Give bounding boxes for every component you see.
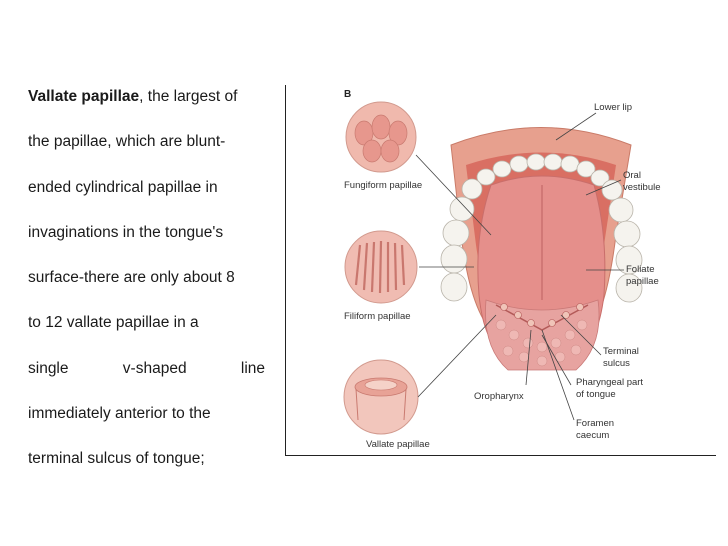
label-fungiform: Fungiform papillae	[344, 180, 422, 191]
paragraph-line-6: to 12 vallate papillae in a	[28, 314, 199, 332]
vallate-papillae-dots	[500, 303, 584, 327]
paragraph-line-9: terminal sulcus of tongue;	[28, 450, 205, 468]
tongue-illustration: B	[343, 89, 661, 450]
label-oral-vestibule-2: vestibule	[623, 182, 661, 193]
label-foramen-1: Foramen	[576, 418, 614, 429]
filiform-inset	[344, 230, 418, 304]
label-oral-vestibule-1: Oral	[623, 170, 641, 181]
label-foliate-2: papillae	[626, 276, 659, 287]
description-paragraph: Vallate papillae, the largest of the pap…	[28, 84, 266, 492]
paragraph-line-7: single v-shaped line	[28, 359, 266, 377]
label-foliate-1: Foliate	[626, 264, 655, 275]
paragraph-line-1-rest: , the largest of	[139, 88, 238, 105]
label-pharyngeal-1: Pharyngeal part	[576, 377, 643, 388]
term-vallate-papillae: Vallate papillae	[28, 88, 140, 105]
paragraph-line-8: immediately anterior to the	[28, 405, 211, 423]
paragraph-line-4: invaginations in the tongue's	[28, 223, 224, 241]
leader-lines	[415, 112, 624, 421]
paragraph-line-2: the papillae, which are blunt-	[28, 133, 226, 151]
paragraph-line-5: surface-there are only about 8	[28, 269, 235, 287]
label-filiform: Filiform papillae	[344, 311, 411, 322]
label-foramen-2: caecum	[576, 430, 609, 441]
label-lower-lip: Lower lip	[594, 102, 632, 113]
label-pharyngeal-2: of tongue	[576, 389, 616, 400]
vallate-inset	[343, 359, 419, 435]
teeth-arch	[440, 153, 643, 303]
paragraph-line-3: ended cylindrical papillae in	[28, 178, 218, 196]
lingual-tonsil-bumps	[495, 319, 588, 367]
label-terminal-sulcus-1: Terminal	[603, 346, 639, 357]
fungiform-inset	[345, 101, 417, 173]
panel-letter: B	[344, 89, 351, 100]
label-vallate: Vallate papillae	[366, 439, 430, 450]
paragraph-line-1: Vallate papillae, the largest of	[28, 84, 257, 129]
label-terminal-sulcus-2: sulcus	[603, 358, 630, 369]
tongue-anatomy-figure: B	[285, 85, 716, 456]
label-oropharynx: Oropharynx	[474, 391, 524, 402]
